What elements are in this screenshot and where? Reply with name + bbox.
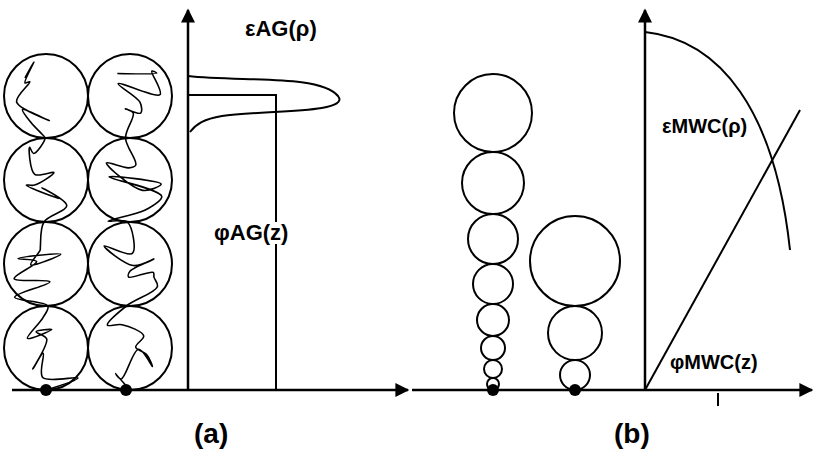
polymer-chain [14,62,78,390]
y-axis [187,10,190,390]
blob-column [4,54,172,390]
polymer-chain [104,71,162,390]
panel-label: (a) [192,420,230,448]
graft-point [120,384,132,396]
blob [88,306,172,390]
phi-parabolic-profile [645,110,800,390]
graft-point [40,384,52,396]
epsilon-profile [188,76,339,132]
blob [454,74,532,152]
blob [530,216,620,306]
blob [481,336,505,360]
profile-label: εMWC(ρ) [660,116,749,136]
blob-column [454,74,620,390]
height-tick [717,393,719,406]
graft-point [569,384,581,396]
graft-point [487,384,499,396]
panel-label: (b) [612,420,652,448]
blob [477,304,509,336]
blob [548,306,602,360]
blob [473,264,513,304]
blob [468,214,518,264]
z-axis [412,389,812,392]
z-axis [12,389,408,392]
blob [484,360,502,378]
profile-label: φMWC(z) [668,352,760,372]
profile-label: φAG(z) [212,222,290,244]
profile-label: εAG(ρ) [243,18,319,40]
polymer-chains [14,62,162,390]
blob [4,222,88,306]
blob [462,152,524,214]
epsilon-profile [645,32,790,250]
y-axis [644,10,647,390]
blob [4,54,88,138]
